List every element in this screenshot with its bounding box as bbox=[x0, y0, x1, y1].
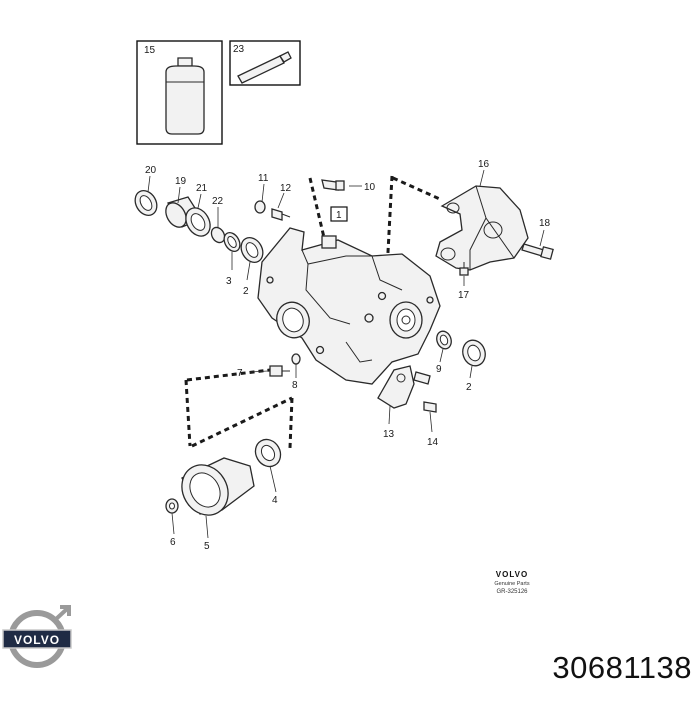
differential-housing bbox=[257, 227, 441, 385]
mounting-bracket-16 bbox=[435, 185, 529, 271]
callout-16: 16 bbox=[478, 159, 490, 170]
callout-9: 9 bbox=[436, 364, 442, 375]
brand-stamp-line1: Genuine Parts bbox=[494, 581, 529, 587]
callout-labels: 15 23 20 19 21 22 11 12 10 1 16 18 17 3 … bbox=[144, 44, 551, 552]
guide-line-top bbox=[308, 177, 328, 247]
callout-18: 18 bbox=[539, 218, 551, 229]
callout-8: 8 bbox=[292, 380, 298, 391]
callout-14: 14 bbox=[427, 437, 439, 448]
nut-6 bbox=[165, 498, 179, 514]
callout-23: 23 bbox=[233, 44, 245, 55]
right-seals bbox=[436, 330, 486, 367]
bolt-17 bbox=[459, 262, 469, 276]
callout-4: 4 bbox=[272, 495, 278, 506]
callout-12: 12 bbox=[280, 183, 292, 194]
brand-stamp-line2: GR-325126 bbox=[496, 589, 528, 595]
callout-2-right: 2 bbox=[466, 382, 472, 393]
guide-line-left-a bbox=[184, 379, 192, 447]
callout-13: 13 bbox=[383, 429, 395, 440]
guide-line-left-d bbox=[288, 397, 294, 449]
guide-line-top-right bbox=[384, 175, 394, 291]
callout-2-left: 2 bbox=[243, 286, 249, 297]
bolts-11-12 bbox=[254, 200, 291, 221]
callout-5: 5 bbox=[204, 541, 210, 552]
callout-3: 3 bbox=[226, 276, 232, 287]
callout-15: 15 bbox=[144, 45, 156, 56]
callout-11: 11 bbox=[258, 173, 269, 184]
callout-1: 1 bbox=[336, 210, 342, 221]
logo-text: VOLVO bbox=[14, 633, 60, 647]
guide-line-left-b bbox=[186, 368, 271, 382]
callout-21: 21 bbox=[196, 183, 208, 194]
callout-19: 19 bbox=[175, 176, 187, 187]
flange-5 bbox=[181, 457, 255, 516]
inset-box-bottle bbox=[136, 40, 223, 145]
guide-line-bracket bbox=[392, 176, 443, 202]
leader-lines bbox=[147, 169, 545, 539]
guide-line-left-c bbox=[191, 396, 293, 448]
left-seal-stack bbox=[134, 190, 264, 263]
brand-stamp: VOLVO Genuine Parts GR-325126 bbox=[494, 570, 529, 595]
bolt-10 bbox=[321, 179, 345, 191]
volvo-logo: VOLVO bbox=[2, 605, 72, 668]
part-number: 30681138 bbox=[552, 650, 692, 685]
brand-stamp-brand: VOLVO bbox=[496, 570, 528, 579]
callout-6: 6 bbox=[170, 537, 176, 548]
callout-box-1 bbox=[330, 206, 348, 222]
seal-4 bbox=[254, 438, 282, 468]
callout-20: 20 bbox=[145, 165, 157, 176]
bolt-18 bbox=[521, 243, 554, 260]
bolts-7-8 bbox=[269, 353, 301, 377]
callout-17: 17 bbox=[458, 290, 470, 301]
callout-7: 7 bbox=[237, 368, 243, 379]
callout-10: 10 bbox=[364, 182, 376, 193]
callout-22: 22 bbox=[212, 196, 224, 207]
bracket-13 bbox=[377, 365, 437, 413]
inset-box-tube bbox=[229, 40, 301, 86]
